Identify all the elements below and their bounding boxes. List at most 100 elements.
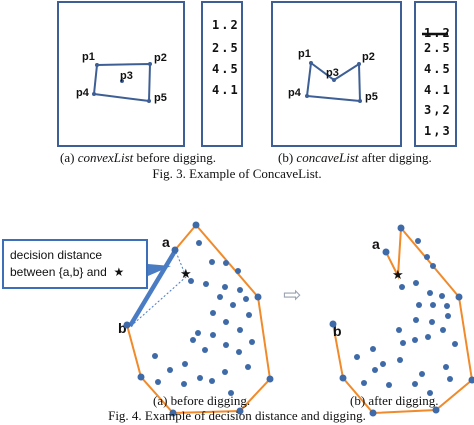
fig3b-caption: (b) concaveList after digging. <box>278 150 432 166</box>
fig4b-point <box>413 317 419 323</box>
fig4a-hull-vertex <box>254 293 262 301</box>
fig4b-point <box>427 290 433 296</box>
fig4a-hull-vertex <box>123 321 131 329</box>
fig4a-point <box>197 375 203 381</box>
fig3a-label-p3: p3 <box>120 70 133 82</box>
fig4a-point <box>190 337 196 343</box>
fig3a-label-p2: p2 <box>154 52 167 64</box>
fig4b-hull-vertex <box>468 376 474 384</box>
fig4a-point <box>195 330 201 336</box>
fig4b-caption: (b) after digging. <box>350 393 439 408</box>
fig3a-caption: (a) convexList before digging. <box>60 150 216 166</box>
fig4b-hull-vertex <box>397 224 405 232</box>
fig4b-point <box>372 367 378 373</box>
fig3a-list-item: 1.2 <box>212 18 240 32</box>
fig4a-point <box>245 364 251 370</box>
fig3b-list-item: 3,2 <box>424 103 452 117</box>
fig3a-label-p1: p1 <box>82 51 95 63</box>
fig4a-point <box>203 281 209 287</box>
fig4a-point <box>228 390 234 396</box>
fig3b-label-p3: p3 <box>326 67 339 79</box>
fig3a-vertex-p3 <box>120 79 124 83</box>
fig3b-list-box <box>414 1 457 147</box>
fig4b-point <box>425 334 431 340</box>
fig4a-point <box>222 369 228 375</box>
callout-star-icon: ★ <box>113 265 125 279</box>
fig4b-point <box>430 263 436 269</box>
fig4b-point <box>452 341 458 347</box>
fig4b-label-a: a <box>372 236 380 252</box>
fig4b-hull-vertex <box>339 374 347 382</box>
fig3b-list-item-struck: 1.2 <box>424 26 452 40</box>
fig3b-vertex-p2 <box>357 62 361 66</box>
fig4a-caption: (a) before digging. <box>153 393 251 408</box>
fig3b-label-p2: p2 <box>362 51 375 63</box>
fig4a-point <box>237 287 243 293</box>
fig4a-point <box>181 381 187 387</box>
fig4a-point <box>246 312 252 318</box>
fig3b-vertex-p5 <box>358 99 362 103</box>
fig3a-list-item: 4.5 <box>212 62 240 76</box>
fig4b-label-b: b <box>333 323 342 339</box>
fig4b-hull-vertex <box>369 409 377 417</box>
fig4b-point <box>400 340 406 346</box>
fig4a-hull-vertex <box>171 246 179 254</box>
fig4b-point <box>354 354 360 360</box>
fig4a-point <box>237 327 243 333</box>
fig4b-hull-vertex <box>382 248 390 256</box>
fig4a-point <box>223 342 229 348</box>
fig4b-point <box>419 371 425 377</box>
fig3a-list-item: 4.1 <box>212 83 240 97</box>
fig3a-label-p4: p4 <box>76 87 89 99</box>
fig4b-point <box>380 361 386 367</box>
fig4a-point <box>210 310 216 316</box>
fig4b-point <box>415 238 421 244</box>
fig4b-point <box>361 380 367 386</box>
fig4a-point <box>249 339 255 345</box>
fig4b-point <box>413 280 419 286</box>
fig3b-caption-prefix: (b) <box>278 150 297 165</box>
fig4a-point <box>222 284 228 290</box>
fig3a-list-box <box>201 1 243 147</box>
fig4b-hull-vertex <box>432 406 440 414</box>
fig3-title: Fig. 3. Example of ConcaveList. <box>152 166 322 181</box>
fig4a-point <box>235 268 241 274</box>
fig4a-point <box>230 302 236 308</box>
fig4a-star-icon: ★ <box>180 267 192 282</box>
fig4b-point <box>370 346 376 352</box>
fig3a-caption-rest: before digging. <box>133 150 216 165</box>
fig4a-point <box>223 319 229 325</box>
fig3a-vertex-p4 <box>92 92 96 96</box>
fig3b-vertex-p1 <box>309 61 313 65</box>
fig4a-point <box>236 349 242 355</box>
transition-arrow-icon: ⇨ <box>283 283 302 308</box>
fig3b-caption-rest: after digging. <box>358 150 432 165</box>
fig4a-point <box>202 347 208 353</box>
fig3b-vertex-p4 <box>305 94 309 98</box>
fig4b-star-icon: ★ <box>392 268 404 283</box>
fig4b-point <box>444 303 450 309</box>
fig4a-point <box>223 260 229 266</box>
fig4b-point <box>386 382 392 388</box>
fig4b-point <box>430 302 436 308</box>
fig4a-point <box>196 240 202 246</box>
fig4a-point <box>209 259 215 265</box>
fig4b-hull-vertex <box>329 320 337 328</box>
fig3b-caption-italic: concaveList <box>296 150 359 165</box>
callout-line-2-text: between {a,b} and <box>10 265 107 279</box>
fig4b-point <box>445 313 451 319</box>
fig3b-concave-polygon <box>305 61 362 103</box>
fig4a-point <box>243 296 249 302</box>
fig4b-point <box>412 381 418 387</box>
fig4a-hull-vertex <box>236 407 244 415</box>
fig4b-point <box>424 254 430 260</box>
fig4b-point <box>440 327 446 333</box>
fig4a-ab-line <box>128 249 177 328</box>
fig4a-point <box>152 353 158 359</box>
fig4b-point <box>447 376 453 382</box>
fig4a-point <box>209 378 215 384</box>
fig3a-label-p5: p5 <box>154 92 167 104</box>
fig4b-point <box>396 327 402 333</box>
fig4a-point <box>217 294 223 300</box>
